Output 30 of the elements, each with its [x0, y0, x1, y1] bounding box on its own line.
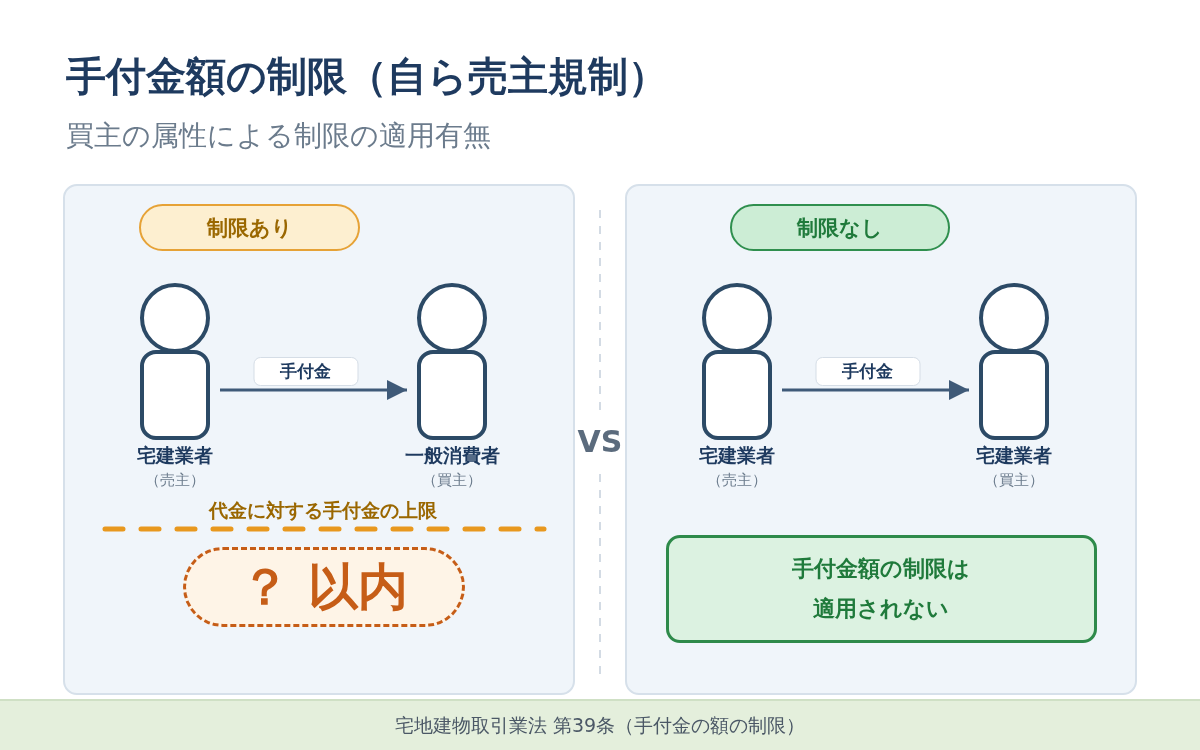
person-role: （売主）: [707, 470, 767, 490]
status-tag: [139, 204, 360, 251]
person-name: 宅建業者: [976, 443, 1052, 467]
status-tag: [730, 204, 950, 251]
edge-label: 手付金: [815, 357, 920, 386]
tag-text: 制限なし: [797, 214, 883, 242]
person-name: 一般消費者: [404, 443, 500, 467]
result-text: 手付金額の制限は適用されない: [791, 555, 972, 623]
result-box: [666, 535, 1097, 643]
comparison-panel: [625, 184, 1137, 695]
person-figure: [415, 283, 489, 440]
person-name: 宅建業者: [137, 443, 213, 467]
limit-text: ？ 以内: [240, 562, 408, 612]
arrow: [220, 380, 407, 400]
limit-line-caption: 代金に対する手付金の上限: [209, 498, 437, 522]
person-role: （売主）: [145, 470, 205, 490]
edge-label: 手付金: [253, 357, 358, 386]
person-figure: [700, 283, 774, 440]
caption: 宅地建物取引業法 第39条（手付金の額の制限）: [394, 712, 806, 738]
arrow: [782, 380, 969, 400]
person-figure: [138, 283, 212, 440]
person-role: （買主）: [984, 470, 1044, 490]
person-role: （買主）: [422, 470, 482, 490]
subtitle: 買主の属性による制限の適用有無: [66, 118, 491, 154]
comparison-panel: [63, 184, 575, 695]
tag-text: 制限あり: [206, 214, 293, 242]
title: 手付金額の制限（自ら売主規制）: [66, 52, 668, 100]
person-name: 宅建業者: [699, 443, 775, 467]
person-figure: [977, 283, 1051, 440]
versus-label: VS: [577, 424, 623, 460]
